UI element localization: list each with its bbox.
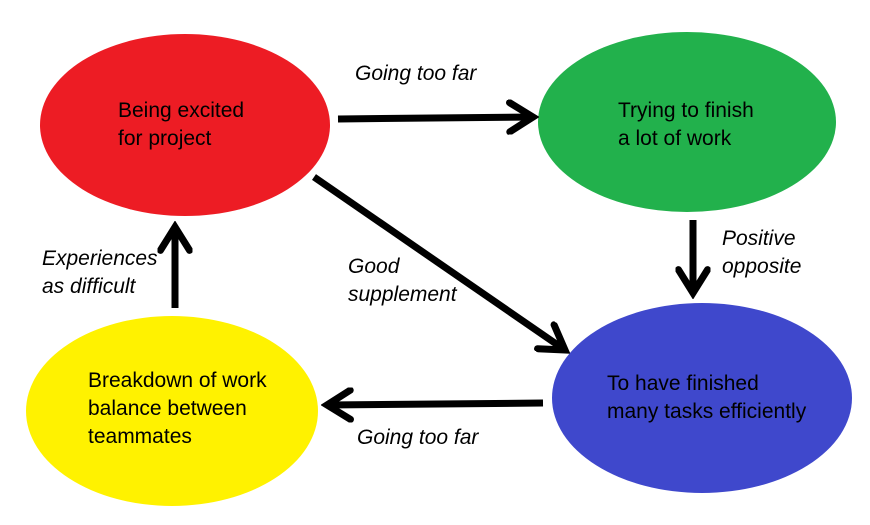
node-text-line: teammates [88,425,192,448]
node-work-breakdown [26,316,318,506]
node-being-excited-label: Being excited for project [118,97,244,153]
arrow-excited-to-trying [337,117,533,119]
label-experiences-as-difficult: Experiences as difficult [42,245,158,301]
edge-label-line: Experiences [42,247,158,270]
edge-label-line: Positive [722,227,796,250]
label-going-too-far-top: Going too far [355,60,476,88]
node-finished-tasks-label: To have finished many tasks efficiently [607,370,806,426]
edge-label-line: supplement [348,283,457,306]
edge-label-line: as difficult [42,275,136,298]
label-good-supplement: Good supplement [348,253,457,309]
node-trying-to-finish-label: Trying to finish a lot of work [618,97,754,153]
label-going-too-far-bottom: Going too far [357,424,478,452]
node-text-line: a lot of work [618,127,732,150]
edge-label-line: Going too far [355,62,477,85]
node-text-line: Breakdown of work [88,369,267,392]
node-text-line: Being excited [118,99,245,122]
edge-label-line: Good [348,255,400,278]
node-text-line: many tasks efficiently [607,400,807,423]
node-text-line: for project [118,127,212,150]
node-being-excited [40,34,330,216]
arrow-finished-to-breakdown [327,403,544,405]
node-text-line: Trying to finish [618,99,754,122]
edge-label-line: opposite [722,255,802,278]
node-work-breakdown-label: Breakdown of work balance between teamma… [88,367,267,451]
label-positive-opposite: Positive opposite [722,225,801,281]
arrow-excited-to-finished [312,174,565,350]
node-trying-to-finish [538,32,836,212]
node-text-line: balance between [88,397,247,420]
edge-label-line: Going too far [357,426,479,449]
node-text-line: To have finished [607,372,759,395]
node-finished-tasks [552,303,852,493]
